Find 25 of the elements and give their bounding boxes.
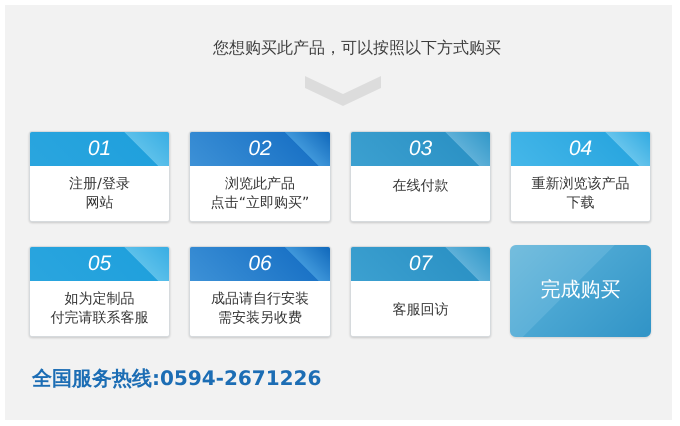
hotline-text: 全国服务热线:0594-2671226 (32, 365, 322, 391)
step-number: 05 (88, 252, 112, 276)
step-text: 在线付款 (392, 177, 448, 196)
step-card (189, 246, 331, 337)
step-text: 注册/登录网站 (69, 175, 130, 213)
step-card (350, 246, 491, 337)
step-number: 07 (408, 252, 432, 276)
step-card (189, 131, 331, 222)
step-card (29, 131, 170, 222)
step-card (350, 131, 491, 222)
step-text: 如为定制品付完请联系客服 (50, 290, 148, 328)
step-number: 02 (248, 137, 272, 161)
finish-text: 完成购买 (540, 277, 620, 301)
step-number: 06 (248, 252, 272, 276)
finish-box (510, 245, 651, 337)
step-card (510, 131, 651, 222)
step-card (29, 246, 170, 337)
step-number: 03 (408, 137, 432, 161)
step-text: 成品请自行安装需安装另收费 (211, 290, 309, 328)
step-text: 浏览此产品点击“立即购买” (210, 175, 310, 213)
step-number: 04 (568, 137, 592, 161)
step-number: 01 (88, 137, 112, 161)
step-text: 客服回访 (392, 301, 448, 320)
heading: 您想购买此产品，可以按照以下方式购买 (213, 38, 501, 58)
step-text: 重新浏览该产品下载 (532, 175, 630, 213)
